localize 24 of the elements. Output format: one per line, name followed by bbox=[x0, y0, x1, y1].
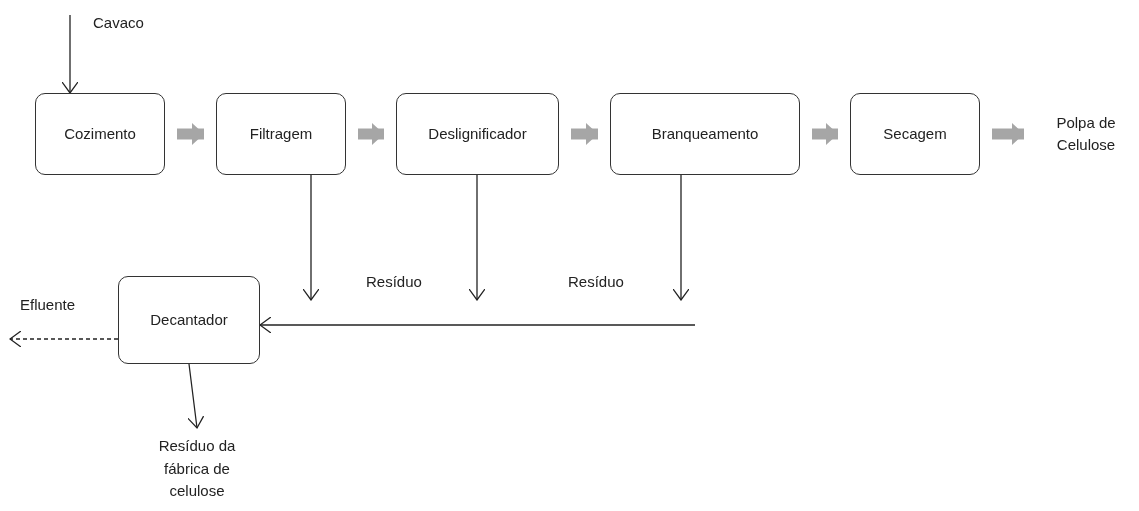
process-box: Secagem bbox=[850, 93, 980, 175]
arrow bbox=[302, 174, 320, 301]
arrow bbox=[187, 363, 205, 429]
output-text: Resíduo da fábrica de celulose bbox=[137, 428, 257, 510]
process-box: Decantador bbox=[118, 276, 260, 364]
edge-label: Resíduo bbox=[366, 273, 422, 290]
arrow bbox=[672, 174, 690, 301]
arrow bbox=[812, 123, 838, 145]
process-box: Filtragem bbox=[216, 93, 346, 175]
arrow bbox=[571, 123, 598, 145]
process-box: Cozimento bbox=[35, 93, 165, 175]
arrow bbox=[992, 123, 1024, 145]
arrow bbox=[259, 316, 696, 334]
edge-label: Resíduo bbox=[568, 273, 624, 290]
process-box: Branqueamento bbox=[610, 93, 800, 175]
process-box: Deslignificador bbox=[396, 93, 559, 175]
edge-label: Cavaco bbox=[93, 14, 144, 31]
edge-label: Efluente bbox=[20, 296, 76, 313]
arrow bbox=[358, 123, 384, 145]
arrow bbox=[468, 174, 486, 301]
arrow bbox=[61, 14, 79, 94]
arrow bbox=[177, 123, 204, 145]
arrow bbox=[9, 330, 119, 348]
output-text: Polpa de Celulose bbox=[1036, 106, 1136, 162]
